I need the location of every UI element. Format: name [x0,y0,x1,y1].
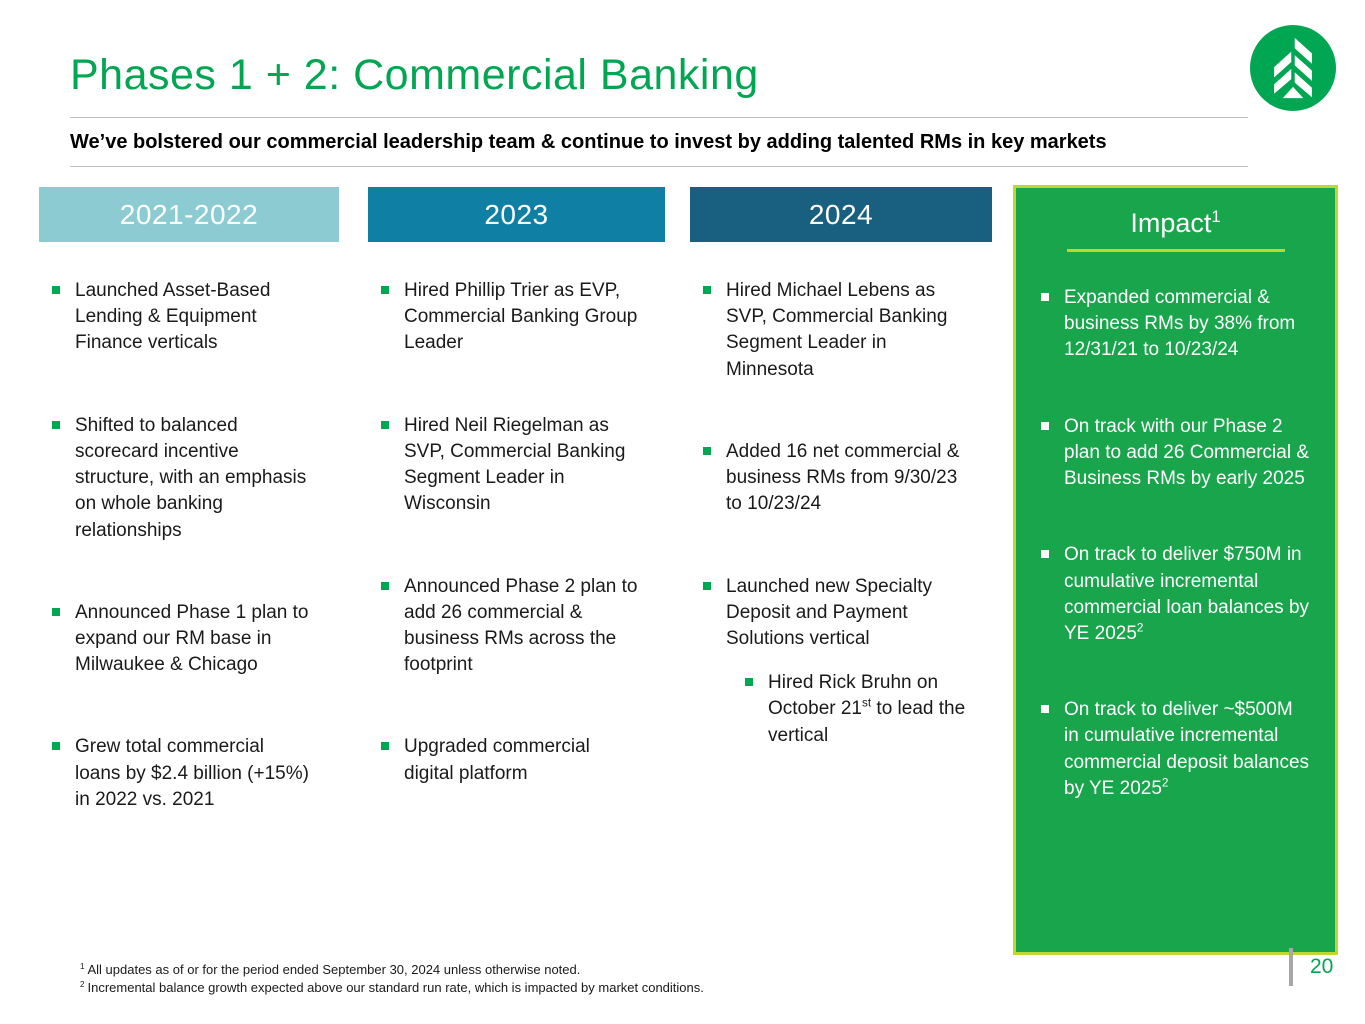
bullet-text: Expanded commercial & business RMs by 38… [1064,287,1296,361]
list-item: Hired Michael Lebens as SVP, Commercial … [690,278,995,383]
bullet-text: On track to deliver ~$500M in cumulative… [1064,699,1310,799]
list-item: Announced Phase 1 plan to expand our RM … [39,600,344,679]
column-header-2024: 2024 [690,187,992,242]
list-item: Grew total commercial loans by $2.4 bill… [39,734,344,813]
bullet-text: Hired Phillip Trier as EVP, Commercial B… [404,280,638,354]
bullet-square-icon [381,742,389,751]
pine-tree-icon [1250,25,1336,111]
bullet-text: Launched Asset-Based Lending & Equipment… [75,280,271,354]
page-title: Phases 1 + 2: Commercial Banking [70,51,759,99]
list-item: Added 16 net commercial & business RMs f… [690,439,995,518]
bullet-square-icon [381,286,389,294]
column-2024: Hired Michael Lebens as SVP, Commercial … [690,278,995,805]
list-item: Launched Asset-Based Lending & Equipment… [39,278,344,357]
bullet-text: Hired Rick Bruhn on October 21st to lead… [768,672,966,746]
bullet-square-icon [703,581,711,590]
column-2021-2022: Launched Asset-Based Lending & Equipment… [39,278,344,869]
title-divider [70,117,1248,118]
bullet-square-icon [1041,421,1049,430]
list-item: Hired Phillip Trier as EVP, Commercial B… [368,278,673,357]
bullet-text: Hired Neil Riegelman as SVP, Commercial … [404,414,626,515]
bullet-square-icon [52,742,60,751]
sub-list-item: Hired Rick Bruhn on October 21st to lead… [732,670,995,749]
bullet-square-icon [1041,550,1049,559]
list-item: On track with our Phase 2 plan to add 26… [1016,414,1335,493]
subtitle-divider [70,166,1248,167]
list-item: On track to deliver $750M in cumulative … [1016,542,1335,647]
impact-title: Impact1 [1130,207,1221,238]
bullet-text: Hired Michael Lebens as SVP, Commercial … [726,280,948,380]
bullet-square-icon [703,286,711,294]
list-item: Upgraded commercial digital platform [368,734,673,786]
bullet-text: Shifted to balanced scorecard incentive … [75,414,307,541]
list-item: On track to deliver ~$500M in cumulative… [1016,697,1335,802]
column-header-2023: 2023 [368,187,665,242]
column-header-2021-2022: 2021-2022 [39,187,339,242]
bullet-text: Announced Phase 2 plan to add 26 commerc… [404,575,638,676]
bullet-square-icon [745,678,753,687]
bullet-text: On track with our Phase 2 plan to add 26… [1064,415,1310,490]
list-item: Shifted to balanced scorecard incentive … [39,413,344,544]
impact-title-underline [1066,249,1285,252]
bullet-square-icon [703,446,711,455]
page-number: 20 [1310,955,1334,978]
bullet-text: Grew total commercial loans by $2.4 bill… [75,736,309,810]
bullet-square-icon [52,420,60,429]
list-item: Hired Neil Riegelman as SVP, Commercial … [368,413,673,518]
company-logo [1250,25,1336,111]
bullet-square-icon [52,286,60,294]
list-item: Announced Phase 2 plan to add 26 commerc… [368,574,673,679]
bullet-text: Added 16 net commercial & business RMs f… [726,440,960,515]
bullet-square-icon [381,581,389,590]
bullet-square-icon [381,420,389,429]
impact-list: Expanded commercial & business RMs by 38… [1016,285,1335,802]
bullet-text: Announced Phase 1 plan to expand our RM … [75,601,309,676]
bullet-text: Launched new Specialty Deposit and Payme… [726,575,932,649]
bullet-text: On track to deliver $750M in cumulative … [1064,544,1310,644]
column-2023: Hired Phillip Trier as EVP, Commercial B… [368,278,673,843]
impact-panel: Impact1 Expanded commercial & business R… [1013,185,1338,955]
bullet-square-icon [1041,705,1049,714]
bullet-square-icon [52,607,60,616]
subtitle: We’ve bolstered our commercial leadershi… [70,131,1107,153]
page-number-divider [1289,948,1293,986]
bullet-square-icon [1041,293,1049,301]
list-item: Launched new Specialty Deposit and Payme… [690,574,995,653]
list-item: Expanded commercial & business RMs by 38… [1016,285,1335,364]
bullet-text: Upgraded commercial digital platform [404,736,590,784]
